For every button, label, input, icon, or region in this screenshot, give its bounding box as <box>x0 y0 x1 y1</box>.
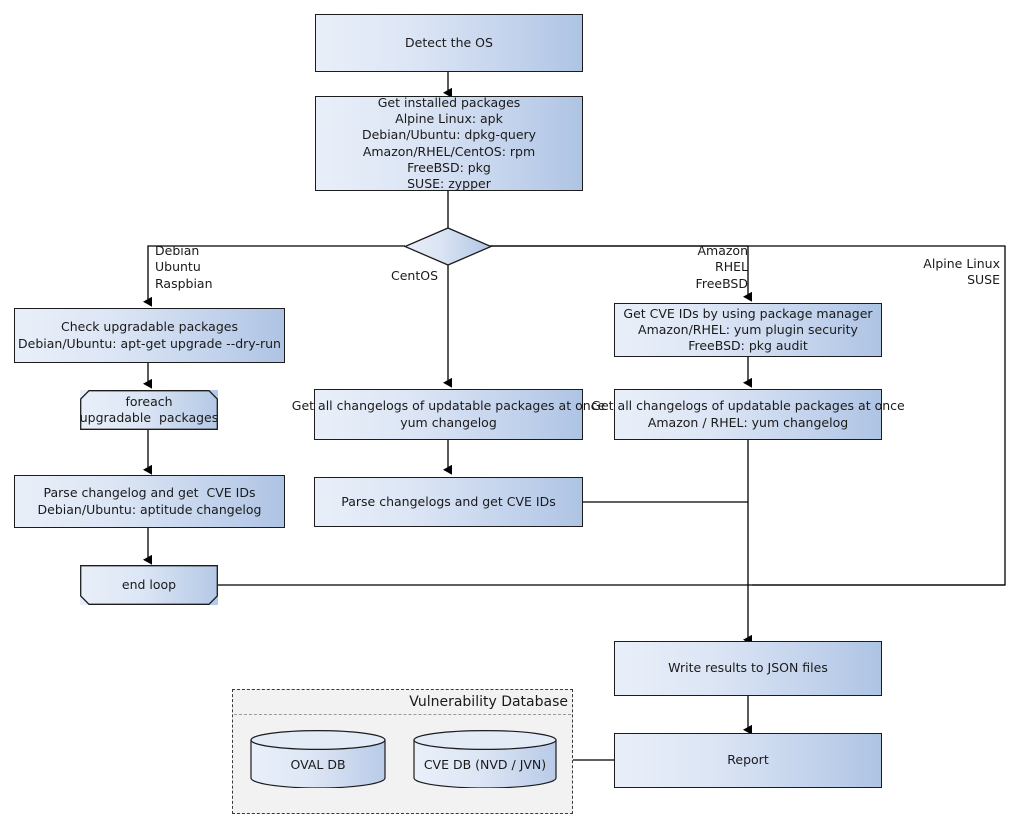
node-label: Get CVE IDs by using package manager Ama… <box>623 305 873 354</box>
node-label: Parse changelogs and get CVE IDs <box>341 493 556 509</box>
node-parse-changelog-debian[interactable]: Parse changelog and get CVE IDs Debian/U… <box>14 475 285 528</box>
node-check-upgradable-packages[interactable]: Check upgradable packages Debian/Ubuntu:… <box>14 308 285 363</box>
node-report[interactable]: Report <box>614 733 882 788</box>
branch-label-amazon: Amazon RHEL FreeBSD <box>695 243 748 291</box>
node-label: Detect the OS <box>405 34 493 50</box>
db-cylinder-oval[interactable]: OVAL DB <box>250 730 386 788</box>
node-detect-the-os[interactable]: Detect the OS <box>315 14 583 72</box>
branch-label-alpine: Alpine Linux SUSE <box>923 256 1000 288</box>
node-label: Parse changelog and get CVE IDs Debian/U… <box>37 485 262 517</box>
node-get-changelogs-centos[interactable]: Get all changelogs of updatable packages… <box>292 389 605 440</box>
node-label: Write results to JSON files <box>668 660 828 676</box>
branch-label-debian: Debian Ubuntu Raspbian <box>155 243 213 291</box>
node-parse-changelogs-centos[interactable]: Parse changelogs and get CVE IDs <box>314 477 583 527</box>
node-label: Get installed packages Alpine Linux: apk… <box>361 94 537 191</box>
node-os-decision[interactable] <box>404 227 492 266</box>
node-foreach-upgradable-packages[interactable]: foreach upgradable packages <box>80 390 218 430</box>
node-label: Check upgradable packages Debian/Ubuntu:… <box>18 319 281 351</box>
db-label: OVAL DB <box>290 757 346 772</box>
node-label: foreach upgradable packages <box>79 393 219 425</box>
group-header-divider <box>234 714 571 715</box>
node-get-changelogs-rhel[interactable]: Get all changelogs of updatable packages… <box>591 389 905 440</box>
group-title-vulnerability-database: Vulnerability Database <box>409 694 568 710</box>
node-get-installed-packages[interactable]: Get installed packages Alpine Linux: apk… <box>315 94 583 191</box>
db-label: CVE DB (NVD / JVN) <box>423 757 547 772</box>
node-label: Report <box>727 752 769 768</box>
node-get-cve-ids-package-manager[interactable]: Get CVE IDs by using package manager Ama… <box>614 303 882 357</box>
node-label: Get all changelogs of updatable packages… <box>591 398 905 430</box>
node-label: Get all changelogs of updatable packages… <box>291 398 606 430</box>
node-end-loop[interactable]: end loop <box>80 565 218 605</box>
node-write-results-json[interactable]: Write results to JSON files <box>614 641 882 696</box>
branch-label-centos: CentOS <box>391 268 439 283</box>
node-label: end loop <box>121 576 177 592</box>
db-cylinder-cve[interactable]: CVE DB (NVD / JVN) <box>413 730 557 788</box>
